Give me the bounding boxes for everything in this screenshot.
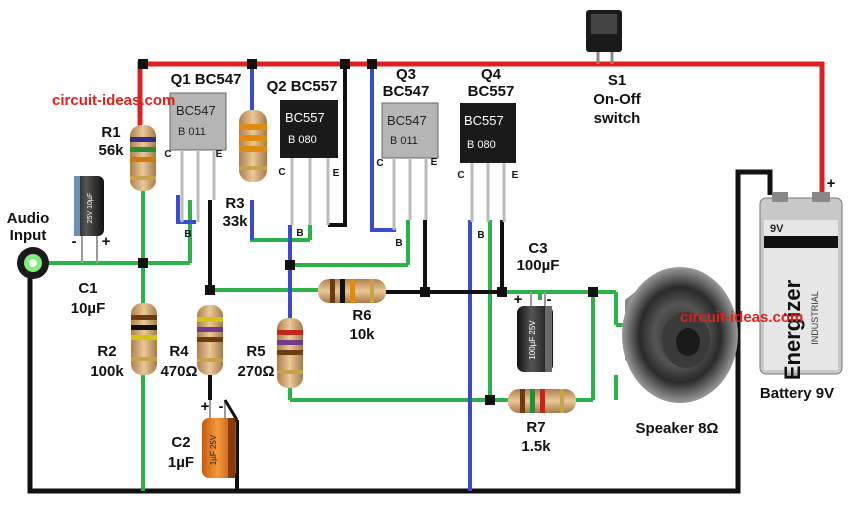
label-r6: R6 xyxy=(352,307,371,324)
watermark-text: circuit-ideas.com xyxy=(680,309,803,326)
svg-text:Energizer: Energizer xyxy=(780,279,805,380)
transistor-q2: BC557 B 080 xyxy=(280,100,338,225)
svg-text:BC557: BC557 xyxy=(464,113,504,128)
label-q4-value: BC557 xyxy=(468,83,515,100)
svg-text:BC547: BC547 xyxy=(176,103,216,118)
watermark-text: circuit-ideas.com xyxy=(52,92,175,109)
battery-9v: 9V Energizer INDUSTRIAL xyxy=(759,192,843,380)
resistor-r4 xyxy=(197,305,223,375)
label-c3-value: 100µF xyxy=(517,257,560,274)
pin-label: E xyxy=(431,157,438,168)
audio-input-jack xyxy=(17,247,49,279)
label-r3: R3 xyxy=(225,195,244,212)
svg-text:B 011: B 011 xyxy=(390,135,418,147)
label-r4-value: 470Ω xyxy=(160,363,197,380)
pin-label: E xyxy=(333,168,340,179)
label-r2-value: 100k xyxy=(90,363,124,380)
label-r1: R1 xyxy=(101,124,120,141)
polarity-mark: - xyxy=(219,398,224,415)
resistor-r7 xyxy=(508,389,576,413)
label-c3: C3 xyxy=(528,240,547,257)
capacitor-c1: 25V 10µF xyxy=(74,176,104,263)
label-r7-value: 1.5k xyxy=(521,438,551,455)
resistor-r5 xyxy=(277,318,303,388)
svg-text:9V: 9V xyxy=(770,223,784,235)
ground-rail-wire xyxy=(27,169,773,494)
pin-label: E xyxy=(216,149,223,160)
positive-rail-wire xyxy=(137,61,825,195)
pin-label: E xyxy=(512,170,519,181)
svg-text:100µF 25V: 100µF 25V xyxy=(528,320,537,360)
transistor-q3: BC547 B 011 xyxy=(381,102,439,230)
label-r6-value: 10k xyxy=(349,326,375,343)
pin-label: C xyxy=(457,170,464,181)
polarity-mark: + xyxy=(102,233,111,250)
label-r3-value: 33k xyxy=(222,213,248,230)
polarity-mark: + xyxy=(201,398,210,415)
pin-label: C xyxy=(164,149,171,160)
svg-text:BC547: BC547 xyxy=(387,113,427,128)
label-r5-value: 270Ω xyxy=(237,363,274,380)
polarity-mark: - xyxy=(768,175,773,192)
resistor-r1 xyxy=(130,125,156,191)
label-s1-value: On-Off xyxy=(593,91,641,108)
polarity-mark: + xyxy=(514,291,523,308)
resistor-r6 xyxy=(318,279,386,303)
black-wires xyxy=(208,64,504,491)
label-c1-value: 10µF xyxy=(71,300,106,317)
svg-text:B 080: B 080 xyxy=(288,134,317,146)
label-q2: Q2 BC557 xyxy=(267,78,338,95)
label-c2-value: 1µF xyxy=(168,454,194,471)
svg-text:B 011: B 011 xyxy=(178,126,206,138)
polarity-mark: - xyxy=(72,233,77,250)
pin-label: C xyxy=(376,158,383,169)
transistor-q1: BC547 B 011 xyxy=(169,92,227,222)
pin-label: B xyxy=(395,238,402,249)
svg-text:B 080: B 080 xyxy=(467,139,496,151)
label-speaker: Speaker 8Ω xyxy=(636,420,719,437)
resistor-r3 xyxy=(239,110,267,182)
pin-label: B xyxy=(477,230,484,241)
on-off-switch xyxy=(586,10,622,64)
label-r7: R7 xyxy=(526,419,545,436)
label-audio-value: Input xyxy=(10,227,47,244)
label-r1-value: 56k xyxy=(98,142,124,159)
transistor-q4: BC557 B 080 xyxy=(460,103,516,222)
pin-label: B xyxy=(184,229,191,240)
label-battery: Battery 9V xyxy=(760,385,834,402)
svg-text:25V 10µF: 25V 10µF xyxy=(87,193,94,224)
svg-text:BC557: BC557 xyxy=(285,110,325,125)
pin-label: B xyxy=(296,228,303,239)
blue-wires xyxy=(176,64,472,491)
label-r4: R4 xyxy=(169,343,189,360)
capacitor-c3: 100µF 25V xyxy=(517,292,553,372)
label-s1: S1 xyxy=(608,72,626,89)
pin-label: C xyxy=(278,167,285,178)
label-q3-value: BC547 xyxy=(383,83,430,100)
label-audio: Audio xyxy=(7,210,50,227)
svg-text:1µF 25V: 1µF 25V xyxy=(209,434,218,465)
junction-dots xyxy=(138,59,598,405)
label-q1: Q1 BC547 xyxy=(171,71,242,88)
resistor-r2 xyxy=(131,303,157,375)
label-c2: C2 xyxy=(171,434,190,451)
speaker xyxy=(622,267,738,403)
label-r2: R2 xyxy=(97,343,116,360)
polarity-mark: - xyxy=(547,291,552,308)
svg-text:INDUSTRIAL: INDUSTRIAL xyxy=(810,291,820,345)
polarity-mark: + xyxy=(827,175,836,192)
label-q4: Q4 xyxy=(481,66,502,83)
capacitor-c2: 1µF 25V xyxy=(202,399,239,478)
label-c1: C1 xyxy=(78,280,97,297)
label-r5: R5 xyxy=(246,343,265,360)
label-q3: Q3 xyxy=(396,66,416,83)
label-s1-value: switch xyxy=(594,110,641,127)
